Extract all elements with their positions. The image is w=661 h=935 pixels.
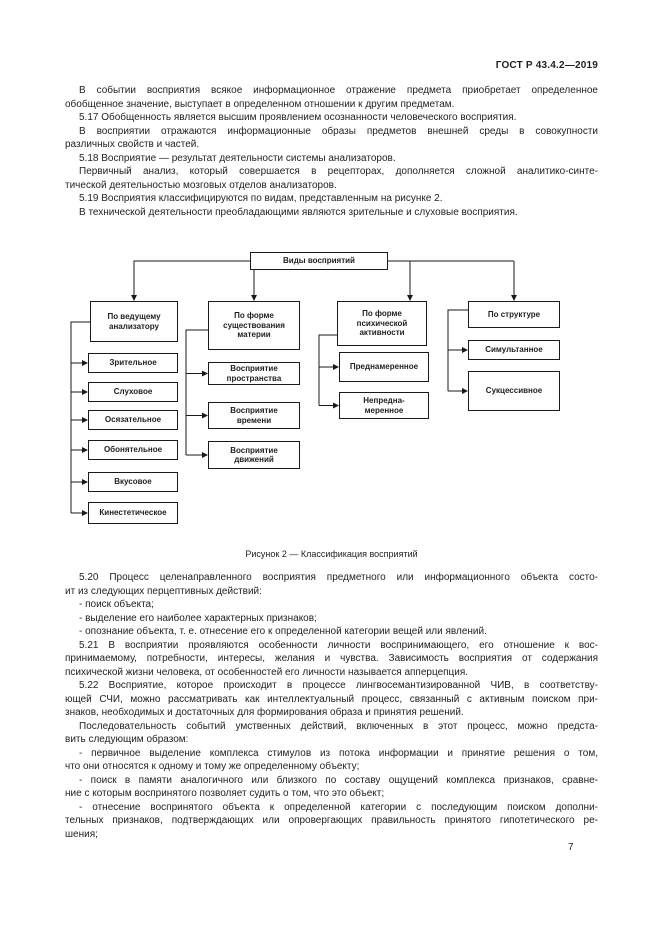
paragraph: В событии восприятия всякое информационн… (65, 84, 598, 111)
figure-caption: Рисунок 2 — Классификация восприятий (245, 549, 418, 559)
text-line: что они относятся к одному и тому же опр… (65, 761, 360, 772)
text-line: В технической деятельности преобладающим… (79, 206, 518, 218)
text-line: шения; (65, 828, 98, 840)
flowchart-node-leaf-1-6: Кинестетическое (88, 502, 178, 524)
text-line: В восприятии отражаются информационные о… (79, 125, 598, 137)
body-text-bottom: 5.20 Процесс целенаправленного восприяти… (65, 571, 598, 841)
paragraph: - поиск в памяти аналогичного или близко… (65, 774, 598, 801)
text-line: ние с которым воспринятого позволяет суд… (65, 788, 385, 799)
paragraph: Первичный анализ, который совершается в … (65, 165, 598, 192)
paragraph: 5.22 Восприятие, которое происходит в пр… (65, 679, 598, 720)
flowchart-node-leaf-3-2: Непредна- меренное (339, 392, 429, 419)
standard-code-header: ГОСТ Р 43.4.2—2019 (495, 60, 598, 71)
paragraph: В восприятии отражаются информационные о… (65, 125, 598, 152)
flowchart-node-leaf-1-4: Обонятельное (88, 440, 178, 460)
text-line: тельных признаков, подтверждающих или оп… (65, 815, 598, 826)
flowchart-node-leaf-2-3: Восприятие движений (208, 441, 300, 469)
text-line: 5.22 Восприятие, которое происходит в пр… (79, 680, 598, 691)
page-number: 7 (568, 842, 574, 853)
flowchart-node-root: Виды восприятий (250, 252, 388, 270)
text-line: В событии восприятия всякое информационн… (79, 85, 598, 96)
text-line: Первичный анализ, который совершается в … (79, 166, 598, 177)
text-line: психической жизни человека, от особеннос… (65, 666, 469, 678)
text-line: тической деятельностью мозговых отделов … (65, 179, 337, 191)
flowchart-node-branch-3: По форме психической активности (337, 301, 427, 346)
paragraph: - отнесение воспринятого объекта к опред… (65, 801, 598, 842)
text-line: 5.19 Восприятия классифицируются по вида… (79, 193, 443, 204)
text-line: - выделение его наиболее характерных при… (79, 612, 317, 624)
text-line: ющей СЧИ, можно рассматривать как интелл… (65, 693, 598, 705)
text-line: ит из следующих перцептивных действий: (65, 585, 262, 597)
text-line: - опознание объекта, т. е. отнесение его… (79, 626, 487, 637)
text-line: - первичное выделение комплекса стимулов… (79, 747, 598, 759)
text-line: знаков, необходимых и достаточных для фо… (65, 707, 464, 718)
flowchart-node-leaf-2-1: Восприятие пространства (208, 362, 300, 385)
flowchart-node-leaf-1-2: Слуховое (88, 382, 178, 402)
text-line: обобщенное значение, выступает в определ… (65, 98, 455, 110)
flowchart-node-leaf-2-2: Восприятие времени (208, 402, 300, 429)
text-line: - отнесение воспринятого объекта к опред… (79, 801, 598, 813)
flowchart-node-leaf-4-1: Симультанное (468, 340, 560, 360)
paragraph: 5.19 Восприятия классифицируются по вида… (65, 192, 598, 206)
text-line: 5.18 Восприятие — результат деятельности… (79, 152, 396, 164)
paragraph: 5.17 Обобщенность является высшим проявл… (65, 111, 598, 125)
paragraph: - опознание объекта, т. е. отнесение его… (65, 625, 598, 639)
text-line: Последовательность событий умственных де… (79, 720, 598, 732)
flowchart-node-leaf-1-3: Осязательное (88, 410, 178, 430)
text-line: 5.20 Процесс целенаправленного восприяти… (79, 572, 598, 583)
paragraph: - выделение его наиболее характерных при… (65, 612, 598, 626)
text-line: вить следующим образом: (65, 734, 189, 745)
flowchart-node-leaf-1-5: Вкусовое (88, 472, 178, 492)
paragraph: - первичное выделение комплекса стимулов… (65, 747, 598, 774)
body-text-top: В событии восприятия всякое информационн… (65, 84, 598, 219)
paragraph: В технической деятельности преобладающим… (65, 206, 598, 220)
text-line: - поиск объекта; (79, 599, 154, 610)
text-line: 5.21 В восприятии проявляются особенност… (79, 639, 598, 651)
flowchart-node-leaf-1-1: Зрительное (88, 353, 178, 373)
flowchart-node-branch-1: По ведущему анализатору (90, 301, 178, 342)
paragraph: Последовательность событий умственных де… (65, 720, 598, 747)
text-line: различных свойств и частей. (65, 139, 200, 150)
flowchart-node-leaf-3-1: Преднамеренное (339, 352, 429, 382)
paragraph: - поиск объекта; (65, 598, 598, 612)
paragraph: 5.18 Восприятие — результат деятельности… (65, 152, 598, 166)
text-line: 5.17 Обобщенность является высшим проявл… (79, 112, 517, 123)
flowchart-node-branch-2: По форме существования материи (208, 301, 300, 350)
text-line: принимаемому, потребности, интересы, жел… (65, 653, 598, 664)
paragraph: 5.20 Процесс целенаправленного восприяти… (65, 571, 598, 598)
text-line: - поиск в памяти аналогичного или близко… (79, 774, 598, 786)
flowchart-node-branch-4: По структуре (468, 301, 560, 328)
paragraph: 5.21 В восприятии проявляются особенност… (65, 639, 598, 680)
flowchart-node-leaf-4-2: Сукцессивное (468, 371, 560, 411)
